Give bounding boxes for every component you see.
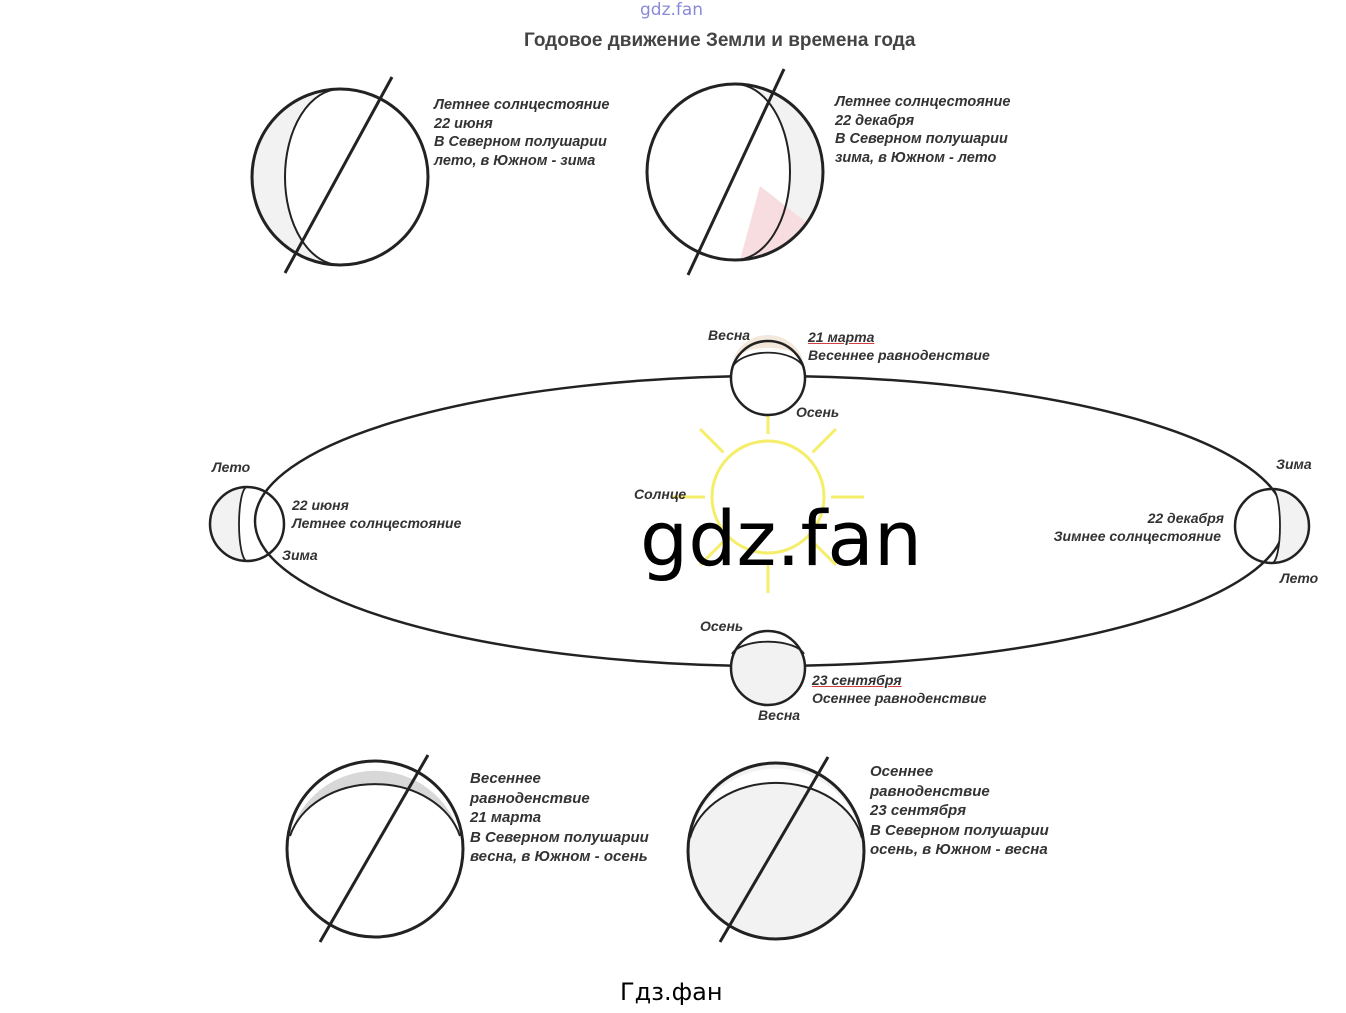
orbit-top-date: 21 марта: [808, 329, 875, 345]
orbit-top-event: Весеннее равноденствие: [808, 347, 990, 363]
september-line-3: 23 сентября: [870, 802, 967, 819]
sun-ray: [811, 428, 837, 454]
september-globe: [686, 756, 866, 943]
orbit-bottom-label-spring: Весна: [758, 707, 801, 723]
orbit-right-label-summer: Лето: [1280, 570, 1319, 586]
september-line-2: равноденствие: [870, 782, 990, 800]
june-line-2: 22 июня: [434, 115, 493, 132]
march-panel-text: Весеннее равноденствие 21 марта В Северн…: [470, 769, 649, 867]
march-line-2: равноденствие: [470, 789, 590, 807]
march-line-3: 21 марта: [470, 809, 542, 826]
orbit-right-label-winter: Зима: [1276, 456, 1312, 472]
orbit-top-label-autumn: Осень: [796, 404, 840, 420]
sun-ray: [699, 428, 725, 454]
diagram-title: Годовое движение Земли и времена года: [524, 30, 916, 51]
orbit-left-label-winter: Зима: [282, 547, 318, 563]
orbit-right-event: Зимнее солнцестояние: [1053, 528, 1221, 544]
sun-ray: [811, 540, 837, 566]
orbit-bottom-date: 23 сентября: [812, 672, 902, 688]
sun-label: Солнце: [634, 486, 687, 502]
orbit-left-label-summer: Лето: [212, 459, 251, 475]
footer-caption: Гдз.фан: [620, 978, 723, 1006]
march-line-4: В Северном полушарии: [470, 828, 649, 846]
june-line-3: В Северном полушарии: [434, 134, 607, 150]
june-globe: [250, 76, 430, 274]
orbit-left-event: Летнее солнцестояние: [292, 515, 462, 531]
orbit-globe-december: [1233, 487, 1311, 565]
december-line-3: В Северном полушарии: [835, 131, 1008, 147]
september-line-1: Осеннее: [870, 763, 934, 780]
orbit-bottom-event: Осеннее равноденствие: [812, 690, 987, 706]
sun-disk: [710, 439, 826, 555]
december-line-2: 22 декабря: [835, 112, 915, 129]
orbit-bottom-label-autumn: Осень: [700, 618, 744, 634]
december-line-1: Летнее солнцестояние: [835, 94, 1011, 110]
june-line-1: Летнее солнцестояние: [434, 97, 610, 113]
orbit-globe-march: [729, 335, 807, 417]
orbit-globe-june: [208, 485, 286, 563]
december-globe: [645, 68, 825, 276]
september-line-5: осень, в Южном - весна: [870, 841, 1048, 858]
december-line-4: зима, в Южном - лето: [835, 149, 997, 166]
september-panel-text: Осеннее равноденствие 23 сентября В Севе…: [870, 762, 1049, 860]
march-globe: [285, 754, 465, 943]
june-panel-text: Летнее солнцестояние 22 июня В Северном …: [434, 96, 609, 170]
watermark-top: gdz.fan: [640, 0, 704, 20]
orbit-globe-september: [729, 625, 807, 707]
september-line-4: В Северном полушарии: [870, 821, 1049, 839]
sun-ray: [699, 540, 725, 566]
orbit-right-date: 22 декабря: [1147, 510, 1224, 526]
orbit-top-label-spring: Весна: [708, 327, 751, 343]
december-panel-text: Летнее солнцестояние 22 декабря В Северн…: [835, 93, 1010, 167]
march-line-1: Весеннее: [470, 770, 541, 787]
june-line-4: лето, в Южном - зима: [434, 152, 596, 169]
watermark-center: gdz.fan: [640, 494, 923, 583]
march-line-5: весна, в Южном - осень: [470, 848, 648, 865]
orbit-left-date: 22 июня: [292, 497, 349, 513]
